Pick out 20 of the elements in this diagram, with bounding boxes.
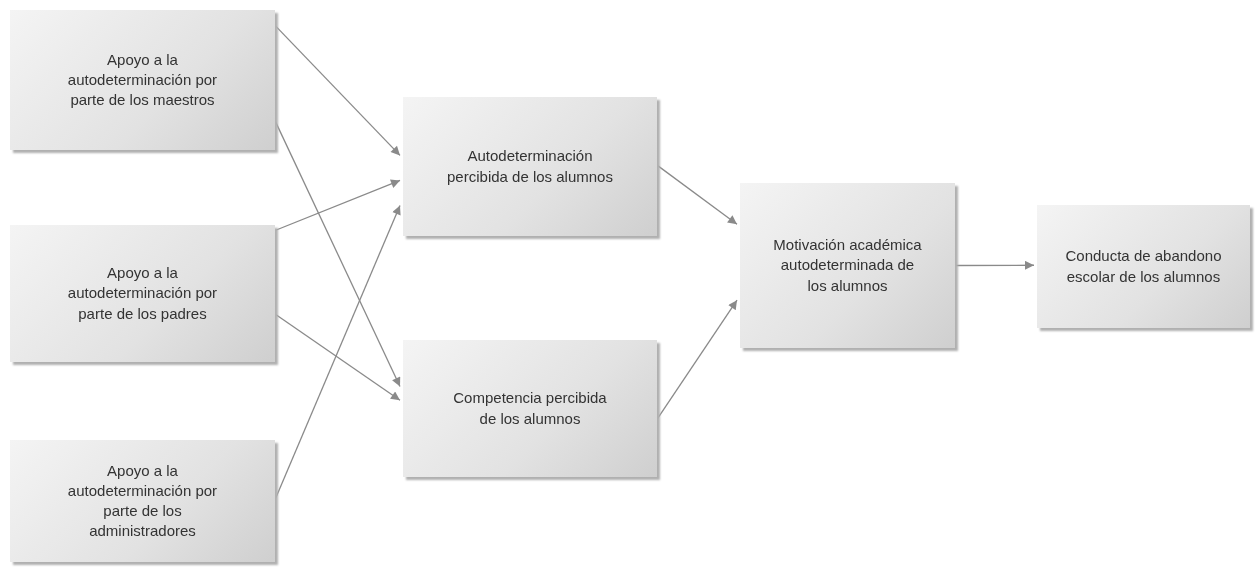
arrow [274,24,401,157]
arrow [656,299,738,421]
process-box [1037,205,1250,328]
node-label: Competencia percibida de los alumnos [452,388,608,429]
arrow [274,179,401,232]
process-box [10,440,275,562]
process-box [403,97,657,236]
process-box [10,225,275,362]
node-label: Autodeterminación percibida de los alumnos [446,146,614,187]
node-label: Apoyo a la autodeterminación por parte de los maestros [66,49,219,111]
process-box [740,183,955,348]
node-label: Conducta de abandono escolar de los alumnos [1064,246,1223,287]
arrow [656,164,738,225]
node-label: Apoyo a la autodeterminación por parte de los administradores [66,460,219,542]
arrow [274,313,401,401]
process-box [10,10,275,150]
node-label: Apoyo a la autodeterminación por parte de los padres [66,263,219,324]
arrow [954,260,1035,270]
node-label: Motivación académica autodeterminada de los alumnos [772,235,923,296]
process-box [403,340,657,477]
